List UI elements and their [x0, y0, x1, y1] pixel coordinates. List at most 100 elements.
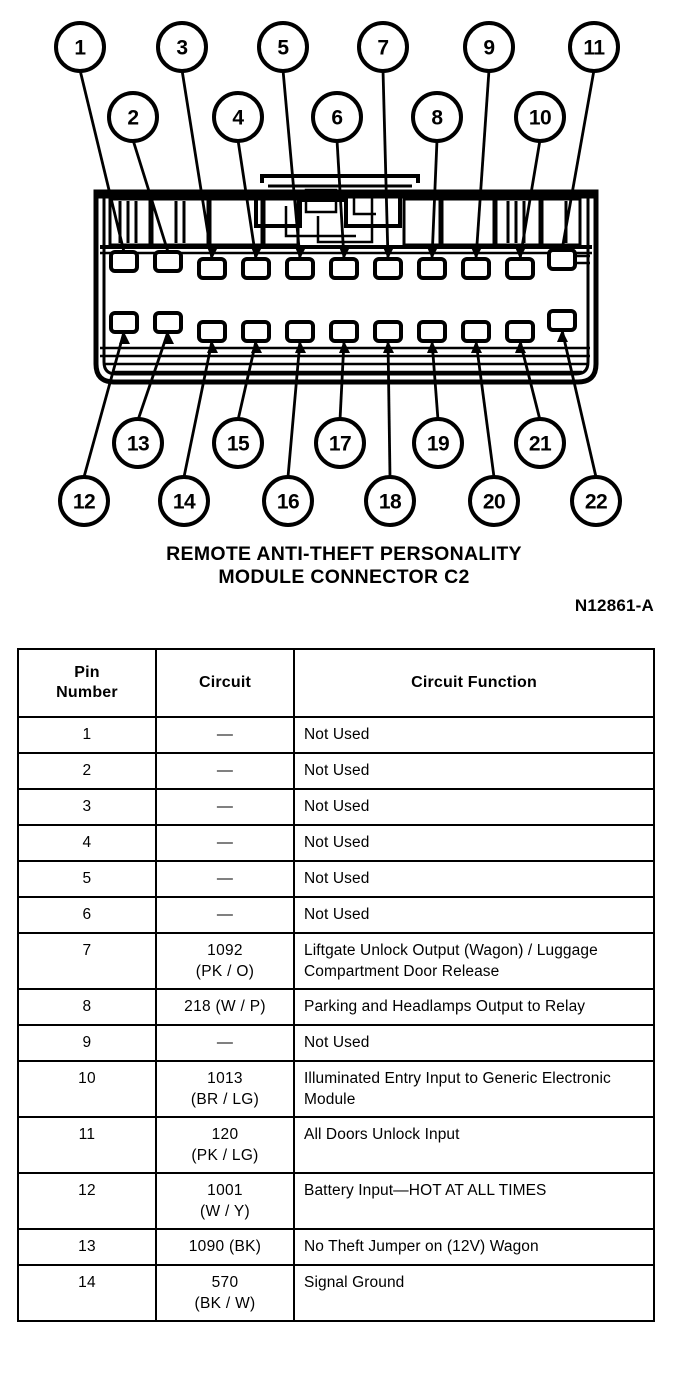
cell-circuit-function: Signal Ground — [293, 1264, 655, 1322]
cell-circuit-function: Not Used — [293, 716, 655, 754]
cell-circuit-function: Liftgate Unlock Output (Wagon) / Luggage… — [293, 932, 655, 990]
callout-21: 21 — [514, 417, 566, 469]
callout-label-14: 14 — [173, 491, 196, 514]
callout-4: 4 — [212, 91, 264, 143]
callout-label-19: 19 — [427, 433, 449, 456]
cell-circuit: — — [155, 824, 295, 862]
terminal-cavity-3 — [197, 257, 227, 280]
circuit-number: — — [216, 870, 234, 887]
terminal-cavity-20 — [461, 320, 491, 343]
callout-label-11: 11 — [583, 37, 605, 60]
callout-label-21: 21 — [529, 433, 552, 456]
terminal-cavity-13 — [153, 311, 183, 334]
callout-11: 11 — [568, 21, 620, 73]
circuit-number: 218 (W / P) — [184, 998, 266, 1015]
callout-label-7: 7 — [377, 37, 388, 60]
figure-caption: REMOTE ANTI-THEFT PERSONALITY MODULE CON… — [0, 543, 688, 589]
leader-line-5 — [281, 69, 302, 260]
circuit-number: 570 — [211, 1274, 239, 1291]
table-row: 3—Not Used — [17, 788, 655, 826]
table-row: 1 — Not Used — [17, 716, 655, 754]
callout-10: 10 — [514, 91, 566, 143]
cell-circuit: 1013(BR / LG) — [155, 1060, 295, 1118]
cell-pin-number: 1 — [17, 716, 157, 754]
terminal-cavity-1 — [109, 250, 139, 273]
circuit-color-code: (PK / LG) — [191, 1147, 259, 1164]
terminal-cavity-18 — [373, 320, 403, 343]
circuit-number: — — [216, 906, 234, 923]
circuit-number: 1013 — [207, 1070, 243, 1087]
column-header-pin-number: Pin Number — [17, 648, 157, 718]
table-row: 5—Not Used — [17, 860, 655, 898]
circuit-number: 1090 (BK) — [188, 1238, 262, 1255]
terminal-cavity-16 — [285, 320, 315, 343]
top-leader-lines — [78, 69, 596, 260]
cell-pin-number: 6 — [17, 896, 157, 934]
callout-label-3: 3 — [176, 37, 187, 60]
callout-label-9: 9 — [483, 37, 494, 60]
callout-8: 8 — [411, 91, 463, 143]
callout-5: 5 — [257, 21, 309, 73]
leader-line-21 — [518, 340, 542, 421]
cell-circuit: 570(BK / W) — [155, 1264, 295, 1322]
terminal-cavity-7 — [373, 257, 403, 280]
circuit-number: — — [216, 834, 234, 851]
cell-circuit-function: Not Used — [293, 860, 655, 898]
circuit-number: 1001 — [207, 1182, 243, 1199]
callout-1: 1 — [54, 21, 106, 73]
leader-line-10 — [518, 139, 542, 260]
cell-circuit-function: Illuminated Entry Input to Generic Elect… — [293, 1060, 655, 1118]
leader-line-6 — [335, 139, 346, 260]
callout-2: 2 — [107, 91, 159, 143]
cell-circuit-function: All Doors Unlock Input — [293, 1116, 655, 1174]
cell-circuit: — — [155, 752, 295, 790]
callout-9: 9 — [463, 21, 515, 73]
terminal-cavity-6 — [329, 257, 359, 280]
callout-label-13: 13 — [127, 433, 149, 456]
terminal-cavity-2 — [153, 250, 183, 273]
cell-circuit: 1092(PK / O) — [155, 932, 295, 990]
table-header-row: Pin Number Circuit Circuit Function — [17, 648, 655, 718]
top-callouts: 1 2 3 4 5 6 7 — [54, 21, 620, 143]
connector-figure: 1 2 3 4 5 6 7 — [0, 0, 688, 630]
cell-circuit-function: Not Used — [293, 752, 655, 790]
latch-detail — [284, 188, 376, 244]
cell-pin-number: 9 — [17, 1024, 157, 1062]
cell-circuit-function: Not Used — [293, 788, 655, 826]
table-row: 4—Not Used — [17, 824, 655, 862]
callout-3: 3 — [156, 21, 208, 73]
leader-line-7 — [381, 69, 390, 260]
table-row: 2—Not Used — [17, 752, 655, 790]
cell-pin-number: 13 — [17, 1228, 157, 1266]
cell-pin-number: 14 — [17, 1264, 157, 1322]
leader-line-2 — [131, 139, 170, 253]
terminal-cavity-9 — [461, 257, 491, 280]
callout-17: 17 — [314, 417, 366, 469]
callout-13: 13 — [112, 417, 164, 469]
terminal-cavity-5 — [285, 257, 315, 280]
circuit-number: — — [216, 726, 234, 743]
connector-lower-band — [100, 346, 590, 374]
callout-label-17: 17 — [329, 433, 351, 456]
leader-line-18 — [386, 340, 392, 478]
caption-line-1: REMOTE ANTI-THEFT PERSONALITY — [166, 543, 522, 565]
cell-circuit-function: Not Used — [293, 896, 655, 934]
callout-label-18: 18 — [379, 491, 402, 514]
cell-pin-number: 8 — [17, 988, 157, 1026]
cell-circuit: — — [155, 860, 295, 898]
header-pin-line2: Number — [56, 684, 118, 701]
leader-line-17 — [338, 340, 346, 421]
leader-line-16 — [286, 340, 302, 478]
callout-label-5: 5 — [277, 37, 289, 60]
circuit-color-code: (W / Y) — [199, 1203, 251, 1220]
circuit-number: 1092 — [207, 942, 243, 959]
leader-line-15 — [236, 340, 258, 421]
leader-line-19 — [430, 340, 440, 421]
bottom-leader-arrows — [119, 330, 568, 353]
